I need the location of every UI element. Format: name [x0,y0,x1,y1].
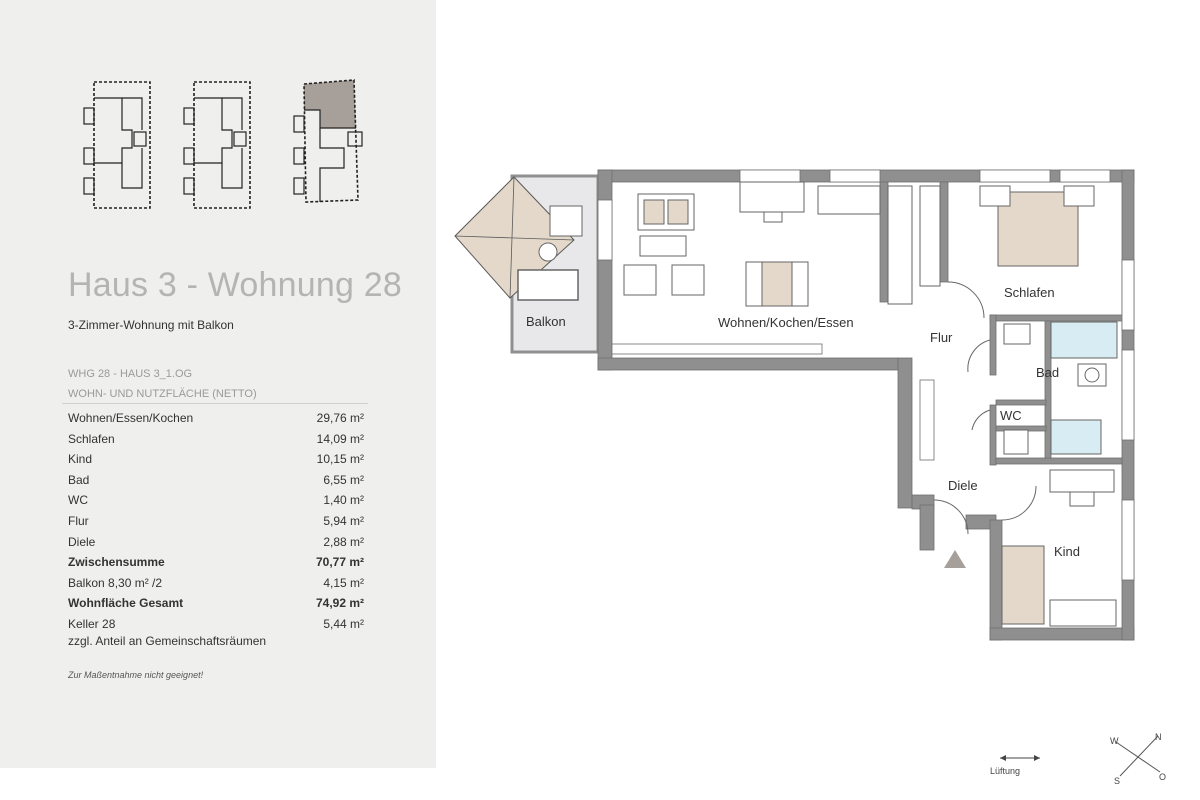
extra-note: zzgl. Anteil an Gemeinschaftsräumen [68,634,267,648]
room-label-wohnen: Wohnen/Kochen/Essen [718,315,854,330]
compass-east: O [1159,772,1166,782]
apartment-subtitle: 3-Zimmer-Wohnung mit Balkon [68,318,234,332]
area-row: Zwischensumme 70,77 m² [68,552,364,573]
area-row: WC 1,40 m² [68,490,364,511]
living-furniture [623,181,941,307]
area-name: Wohnfläche Gesamt [68,596,184,611]
area-value: 29,76 m² [316,411,364,425]
area-row: Kind 10,15 m² [68,449,364,470]
bathroom-fixtures [1003,321,1118,455]
area-value: 10,15 m² [316,452,364,467]
entrance-arrow-icon [944,550,966,568]
room-label-balkon: Balkon [526,314,566,329]
ventilation-legend [1000,755,1040,761]
disclaimer: Zur Maßentnahme nicht geeignet! [68,670,204,680]
room-label-wc: WC [1000,408,1022,423]
compass-south: S [1114,776,1120,786]
room-label-schlafen: Schlafen [1004,285,1055,300]
area-value: 6,55 m² [323,472,364,487]
area-value: 4,15 m² [323,575,364,590]
compass-west: W [1110,736,1119,746]
area-value: 2,88 m² [323,534,364,549]
area-row: Flur 5,94 m² [68,511,364,532]
thumbnail-haus-3 [293,79,363,203]
area-row: Schlafen 14,09 m² [68,429,364,450]
info-panel: Haus 3 - Wohnung 28 3-Zimmer-Wohnung mit… [0,0,436,768]
windows [597,169,1135,581]
area-name: Kind [68,452,93,467]
area-name: Flur [68,513,89,528]
area-name: Diele [68,534,96,549]
area-name: Zwischensumme [68,555,165,570]
area-table: Wohnen/Essen/Kochen 29,76 m² Schlafen 14,09… [68,408,364,635]
area-value: 14,09 m² [316,431,364,446]
area-row: Diele 2,88 m² [68,532,364,553]
thumbnail-haus-2 [183,81,251,209]
area-value: 5,44 m² [323,616,364,631]
section-divider [62,403,368,404]
area-row: Wohnen/Essen/Kochen 29,76 m² [68,408,364,429]
area-name: Bad [68,472,90,487]
room-label-bad: Bad [1036,365,1059,380]
area-value: 1,40 m² [323,493,364,508]
kind-furniture [1001,469,1117,627]
area-name: Schlafen [68,431,115,446]
area-name: Keller 28 [68,616,116,631]
area-name: Balkon 8,30 m² /2 [68,575,163,590]
ventilation-label: Lüftung [990,766,1021,776]
area-row: Balkon 8,30 m² /2 4,15 m² [68,573,364,594]
doors [933,281,1037,535]
room-label-kind: Kind [1054,544,1080,559]
room-label-diele: Diele [948,478,978,493]
area-name: Wohnen/Essen/Kochen [68,411,194,425]
building-thumbnails [72,68,392,238]
area-value: 74,92 m² [315,596,364,611]
compass-icon: N O S W [1110,732,1166,786]
area-name: WC [68,493,88,508]
apartment-id: WHG 28 - HAUS 3_1.OG [68,368,193,380]
area-row: Wohnfläche Gesamt 74,92 m² [68,593,364,614]
page-title: Haus 3 - Wohnung 28 [68,266,402,304]
area-value: 5,94 m² [323,513,364,528]
bedroom-furniture [979,185,1095,267]
balcony-area [454,174,600,354]
area-section-heading: WOHN- UND NUTZFLÄCHE (NETTO) [68,388,257,400]
area-row: Keller 28 5,44 m² [68,614,364,635]
thumbnail-haus-1 [83,81,151,209]
compass-north: N [1155,732,1162,742]
area-row: Bad 6,55 m² [68,470,364,491]
area-value: 70,77 m² [315,555,364,570]
room-label-flur: Flur [930,330,953,345]
